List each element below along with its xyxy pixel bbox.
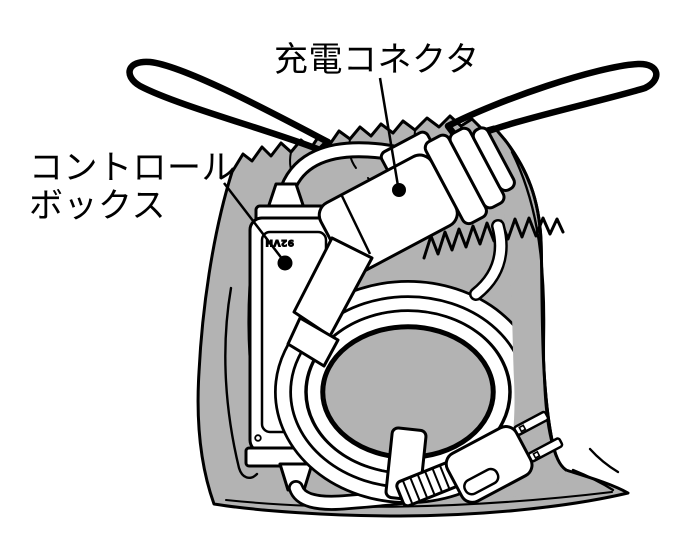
connector-handle-flare [286, 316, 340, 368]
label-control-box-line1: コントロール [29, 148, 236, 188]
control-box-marking: 92VH [265, 237, 294, 247]
label-charge-connector: 充電コネクタ [274, 40, 480, 80]
plug-cord-grip [463, 467, 500, 496]
connector-cable [469, 219, 508, 301]
plug-prong-hole-upper [518, 424, 527, 433]
bag-right-fold [500, 138, 568, 497]
leader-dot-charge-connector [392, 183, 406, 197]
charge-connector [286, 126, 516, 368]
control-box-top-boot [266, 182, 306, 210]
leader-dot-control-box [277, 255, 293, 271]
power-plug [444, 410, 564, 504]
connector-tip [471, 126, 516, 192]
drawstring-loop-right [444, 60, 660, 146]
label-control-box-line2: ボックス [29, 186, 166, 226]
plug-body [444, 425, 534, 504]
control-box-screw-bottom [254, 434, 262, 442]
connector-grip-line [340, 195, 372, 255]
leader-charge-connector [378, 77, 406, 197]
leader-control-box [223, 182, 293, 271]
drawstring-loop-left [126, 58, 332, 154]
plug-prong-hole-lower [532, 450, 541, 460]
